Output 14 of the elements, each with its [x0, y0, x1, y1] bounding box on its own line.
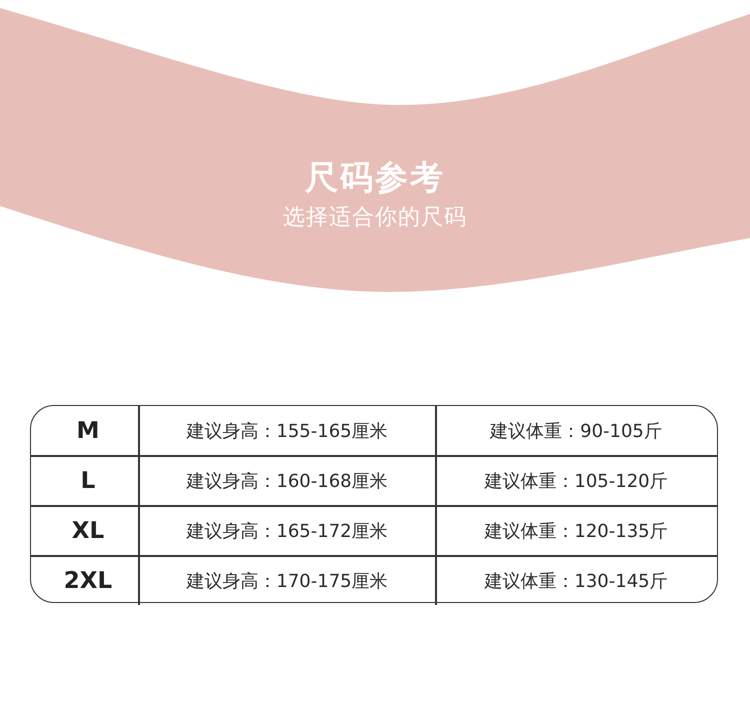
size-label: XL [72, 518, 104, 544]
height-text: 建议身高：155-165厘米 [186, 420, 388, 443]
height-text: 建议身高：160-168厘米 [186, 470, 388, 493]
size-label: M [76, 418, 100, 444]
height-text: 建议身高：165-172厘米 [186, 520, 388, 543]
weight-text: 建议体重：90-105斤 [490, 420, 662, 443]
weight-text: 建议体重：130-145斤 [484, 570, 668, 593]
height-text: 建议身高：170-175厘米 [186, 570, 388, 593]
size-label: 2XL [64, 568, 112, 594]
weight-text: 建议体重：120-135斤 [484, 520, 668, 543]
size-label: L [80, 468, 96, 494]
title: 尺码参考 [305, 156, 445, 198]
subtitle: 选择适合你的尺码 [283, 204, 467, 232]
weight-text: 建议体重：105-120斤 [484, 470, 668, 493]
